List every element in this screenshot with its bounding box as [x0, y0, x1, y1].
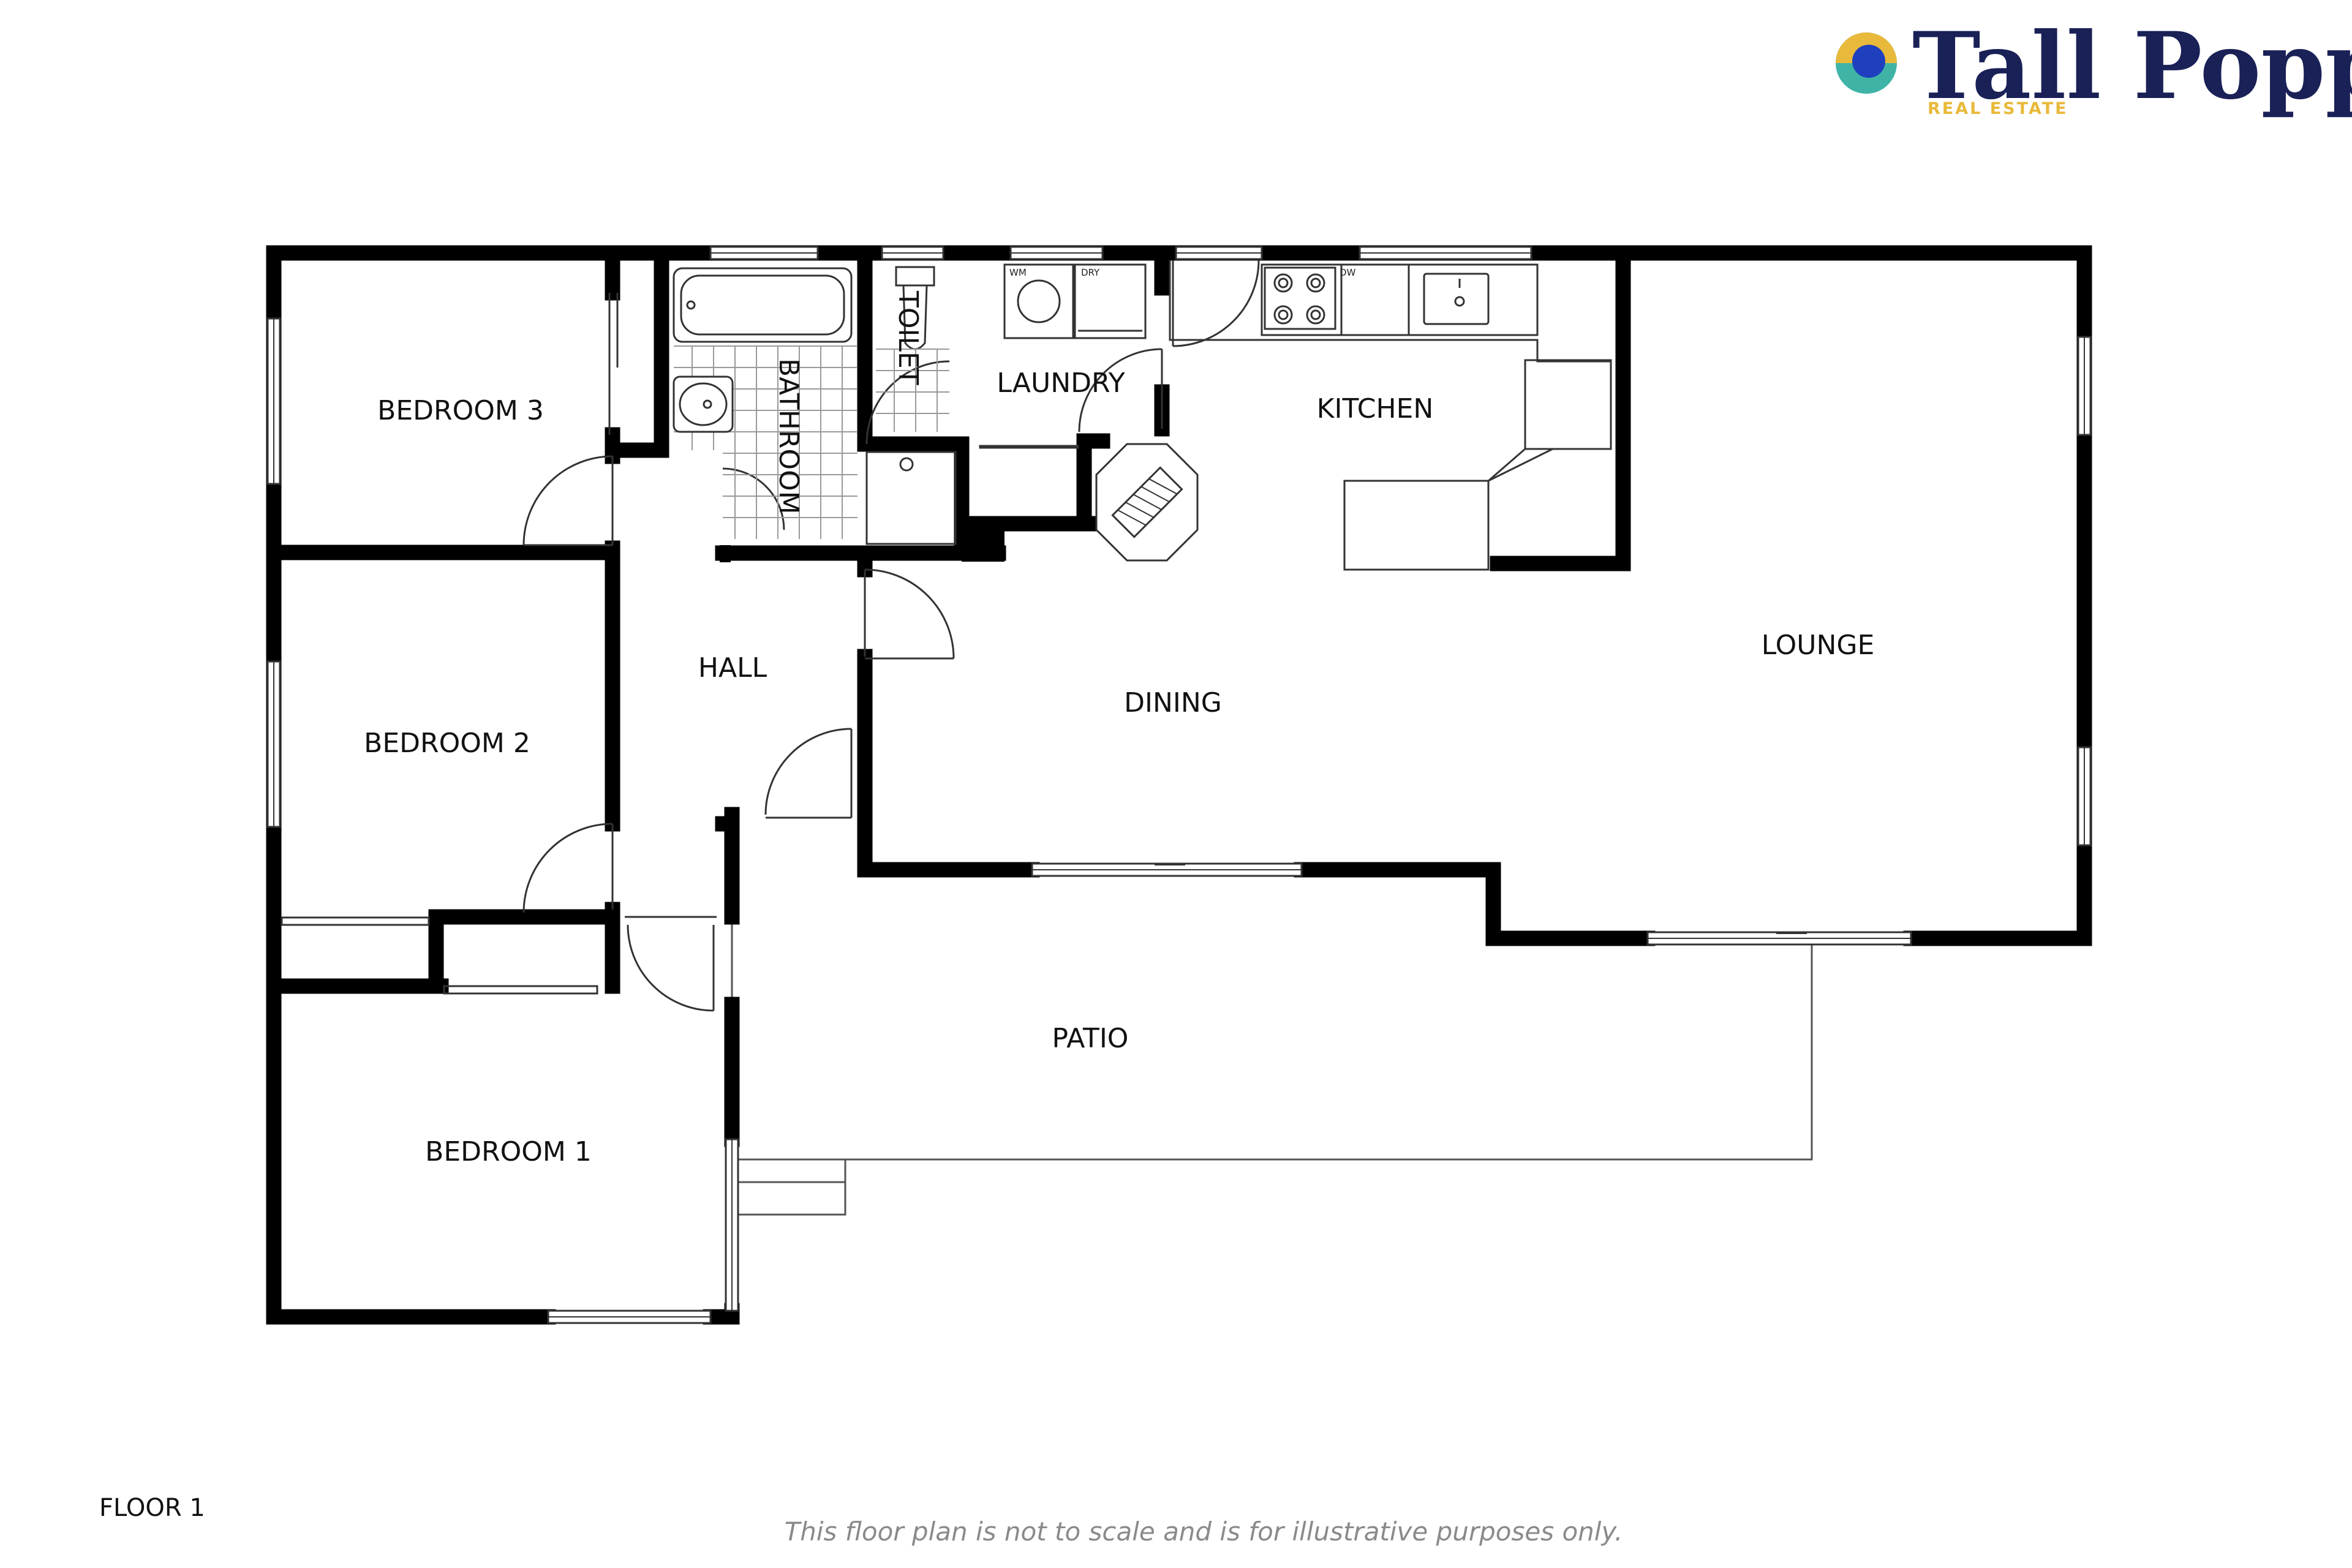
- bathtub-icon: [673, 267, 853, 343]
- disclaimer-text: This floor plan is not to scale and is f…: [785, 1517, 1623, 1547]
- room-label-bedroom-1: BEDROOM 1: [425, 1136, 592, 1167]
- room-label-kitchen: KITCHEN: [1317, 393, 1434, 424]
- brand-tagline: REAL ESTATE: [1928, 99, 2068, 118]
- room-label-bathroom: BATHROOM: [773, 358, 804, 514]
- wall-blocks: [720, 518, 1005, 562]
- room-labels: BEDROOM 3 LAUNDRY KITCHEN LOUNGE HALL DI…: [364, 290, 1874, 1167]
- brand-logo: Tall Poppy REAL ESTATE: [1836, 12, 2352, 120]
- toilet-floor-tiles: [876, 349, 949, 432]
- floor-label: FLOOR 1: [99, 1494, 205, 1522]
- window-mullions: [273, 252, 2085, 1317]
- room-label-patio: PATIO: [1052, 1023, 1129, 1054]
- laundry-fixtures: [979, 263, 1147, 449]
- bathroom-floor-tiles: [674, 345, 858, 539]
- kitchen-benches: [1169, 260, 1612, 571]
- room-label-lounge: LOUNGE: [1762, 630, 1875, 661]
- room-label-laundry: LAUNDRY: [997, 368, 1125, 399]
- shower-icon: [865, 451, 957, 545]
- room-label-bedroom-2: BEDROOM 2: [364, 728, 530, 759]
- room-label-dining: DINING: [1124, 687, 1222, 718]
- washer-label: WM: [1009, 267, 1027, 278]
- room-label-toilet: TOILET: [892, 290, 924, 385]
- room-label-hall: HALL: [698, 652, 767, 684]
- basin-icon: [673, 375, 734, 433]
- brand-name: Tall Poppy: [1912, 12, 2352, 120]
- doors: [522, 260, 1260, 1012]
- dryer-label: DRY: [1081, 267, 1100, 278]
- kitchen-sink-icon: [1423, 273, 1490, 325]
- toilet-icon: [895, 266, 935, 350]
- logo-mark-icon: [1836, 32, 1897, 94]
- dishwasher-label: DW: [1340, 267, 1356, 278]
- wardrobes: [281, 916, 598, 995]
- fireplace-icon: [1095, 443, 1199, 562]
- patio-outline: [731, 824, 1813, 1216]
- cooktop-icon: [1264, 266, 1336, 330]
- room-label-bedroom-3: BEDROOM 3: [377, 395, 544, 426]
